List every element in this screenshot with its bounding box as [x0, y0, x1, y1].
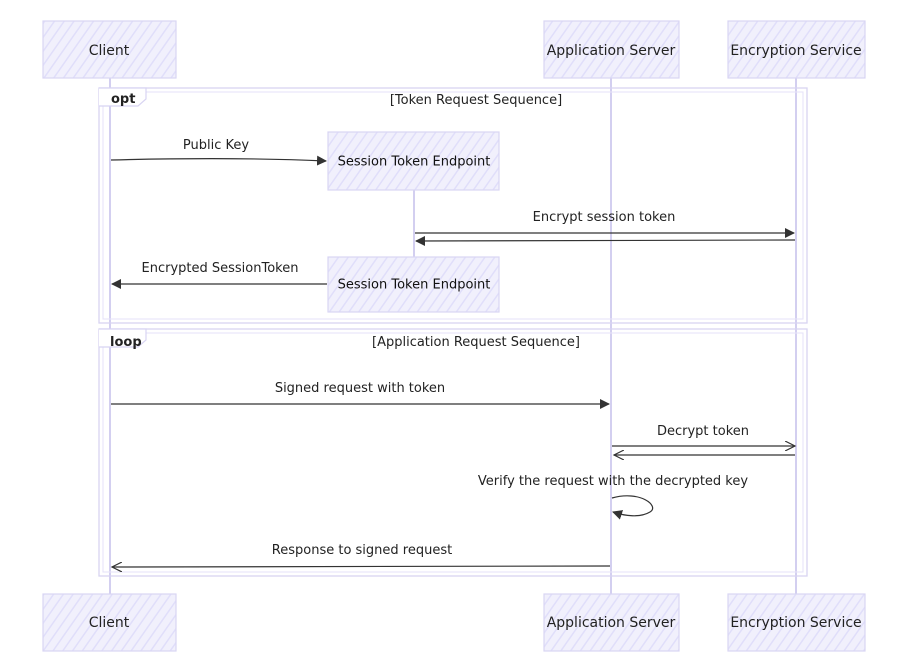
- msg-verify-request-label: Verify the request with the decrypted ke…: [478, 474, 748, 489]
- msg-decrypt-token-label: Decrypt token: [657, 424, 749, 439]
- msg-signed-request: Signed request with token: [111, 381, 610, 409]
- session-token-endpoint-label-bottom: Session Token Endpoint: [338, 278, 491, 293]
- msg-encrypted-session-token: Encrypted SessionToken: [111, 261, 327, 289]
- msg-response: Response to signed request: [112, 543, 611, 567]
- app-server-actor-top: Application Server: [543, 20, 680, 79]
- app-server-actor-bottom: Application Server: [543, 593, 680, 652]
- app-server-label-bottom: Application Server: [547, 615, 676, 631]
- msg-verify-request: Verify the request with the decrypted ke…: [478, 474, 748, 520]
- client-label-top: Client: [89, 43, 130, 59]
- encryption-service-actor-bottom: Encryption Service: [727, 593, 866, 652]
- opt-frame: opt [Token Request Sequence]: [98, 87, 808, 324]
- session-token-endpoint-top: Session Token Endpoint: [327, 131, 500, 191]
- msg-public-key: Public Key: [110, 138, 327, 166]
- client-label-bottom: Client: [89, 615, 130, 631]
- msg-signed-request-label: Signed request with token: [275, 381, 445, 396]
- loop-tag: loop: [110, 335, 142, 350]
- session-token-endpoint-label-top: Session Token Endpoint: [338, 155, 491, 170]
- opt-tag: opt: [111, 92, 135, 107]
- client-actor-top: Client: [42, 20, 177, 79]
- encryption-service-label-top: Encryption Service: [730, 43, 861, 59]
- loop-frame: loop [Application Request Sequence]: [98, 328, 808, 577]
- opt-title: [Token Request Sequence]: [390, 93, 562, 108]
- session-token-endpoint-bottom: Session Token Endpoint: [327, 256, 500, 313]
- loop-title: [Application Request Sequence]: [372, 335, 580, 350]
- msg-decrypt-token: Decrypt token: [612, 424, 795, 455]
- app-server-label-top: Application Server: [547, 43, 676, 59]
- client-actor-bottom: Client: [42, 593, 177, 652]
- msg-encrypt-session-token-label: Encrypt session token: [533, 210, 676, 225]
- msg-encrypted-session-token-label: Encrypted SessionToken: [142, 261, 299, 276]
- encryption-service-label-bottom: Encryption Service: [730, 615, 861, 631]
- encryption-service-actor-top: Encryption Service: [727, 20, 866, 79]
- msg-encrypt-session-token: Encrypt session token: [415, 210, 796, 246]
- msg-response-label: Response to signed request: [272, 543, 452, 558]
- msg-public-key-label: Public Key: [183, 138, 249, 153]
